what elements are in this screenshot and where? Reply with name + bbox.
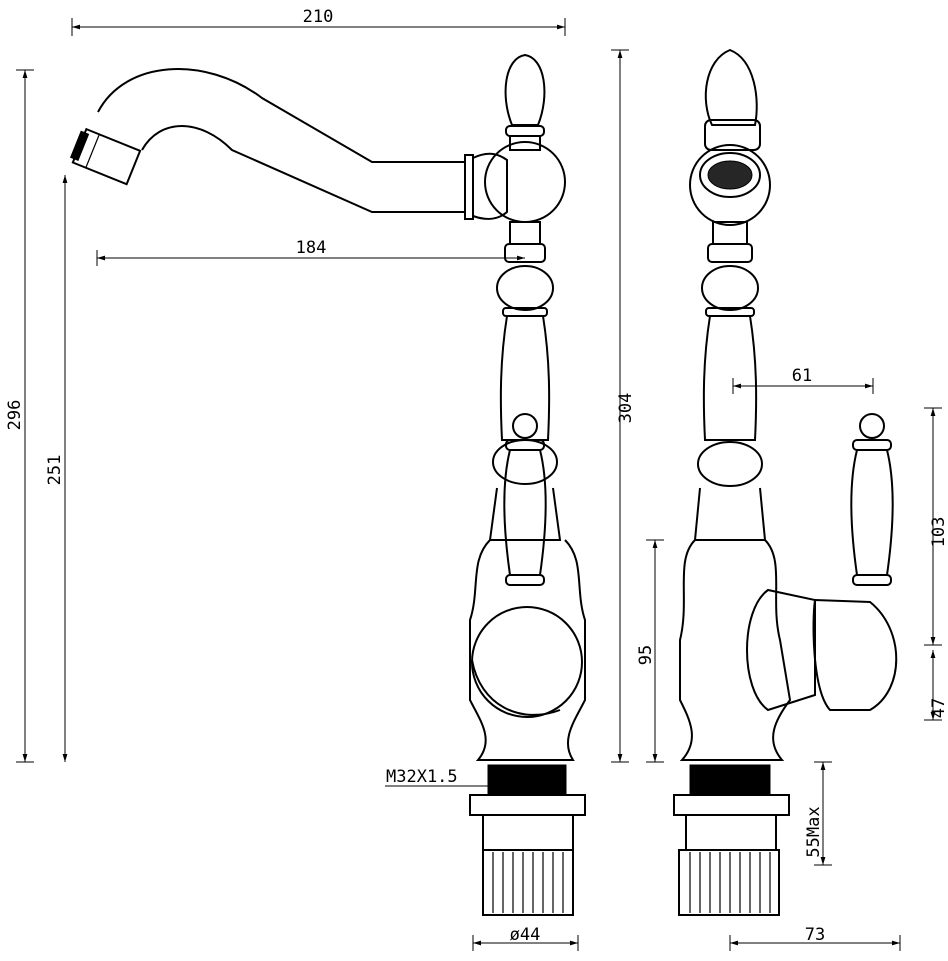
side-view [673,48,898,916]
dim-47: 47 [929,698,948,718]
side-handle [812,598,898,711]
top-knob [504,53,546,126]
knurled-nut [482,849,574,916]
dim-95: 95 [636,645,656,665]
dimension-labels: 210 184 296 251 304 61 103 47 95 M32X1.5… [5,7,948,945]
body [469,539,586,761]
aerator [69,127,142,186]
dim-304: 304 [616,393,636,424]
dimension-lines [16,18,942,951]
dim-44: ø44 [510,925,541,945]
dim-296: 296 [5,400,25,431]
dim-251: 251 [45,455,65,486]
dim-103: 103 [929,517,948,548]
dim-55max: 55Max [804,806,824,857]
dim-m32: M32X1.5 [386,767,458,787]
front-view [69,53,586,916]
dim-184: 184 [296,238,327,258]
spout [97,68,465,213]
dim-210: 210 [303,7,334,27]
thread [487,764,567,796]
dim-73: 73 [805,925,825,945]
dim-61: 61 [792,366,812,386]
